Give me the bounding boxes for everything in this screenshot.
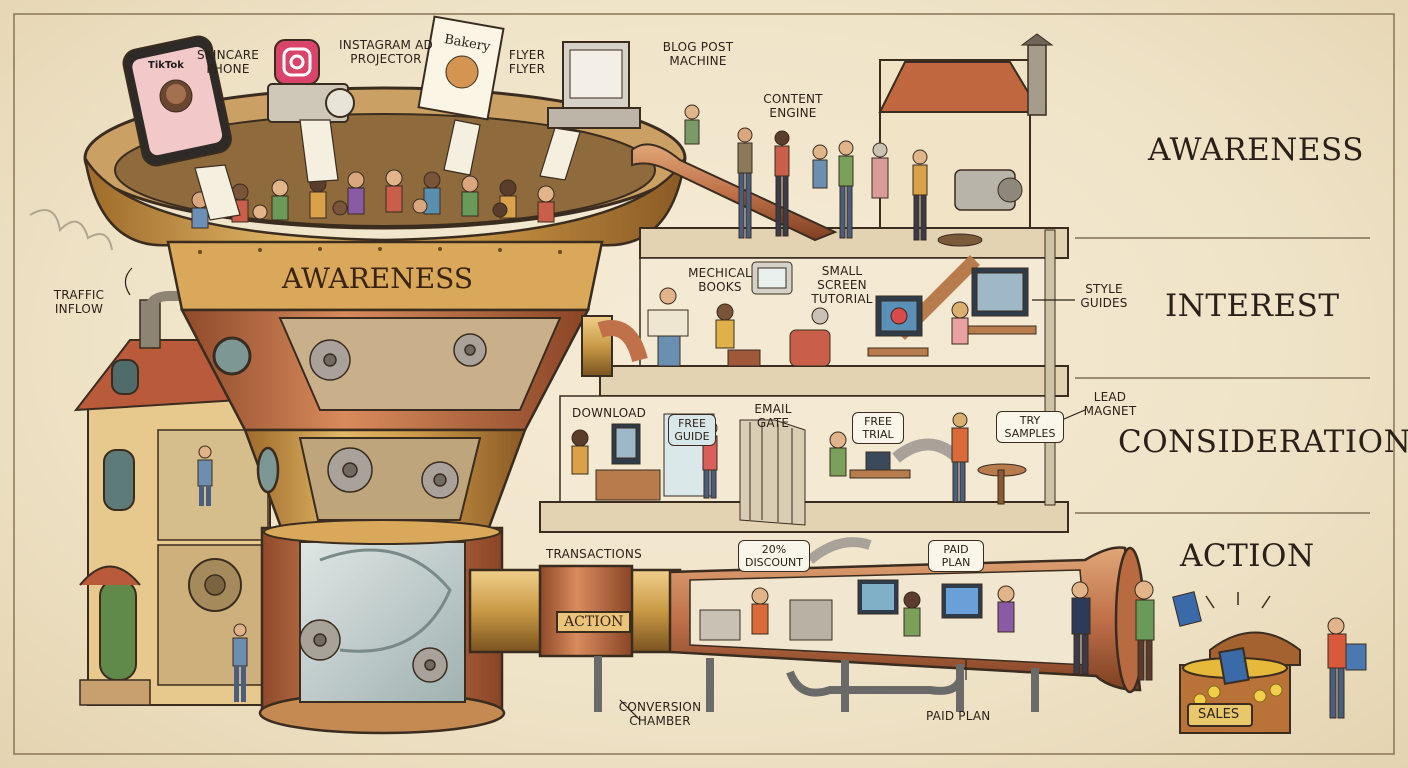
page-border [13,13,1395,755]
stage-label-awareness: AWARENESS [1148,132,1364,168]
floor-3-scene [571,412,1027,526]
discount-bubble: 20% DISCOUNT [738,540,810,572]
action-pipe-label: ACTION [556,611,632,633]
callout-conversion-chamber: CONVERSION CHAMBER [618,700,702,728]
callout-flyer: FLYER FLYER [508,48,546,76]
callout-instagram-ad-projector: INSTAGRAM AD PROJECTOR [339,38,433,66]
bakery-flyer [417,15,505,121]
try-samples-bubble: TRY SAMPLES [996,411,1064,443]
instagram-projector [267,39,355,123]
free-guide-sign: FREE GUIDE [668,414,716,446]
sales-chest-label: SALES [1198,707,1240,722]
phone-app-label: TikTok [148,60,184,71]
callout-content-engine: CONTENT ENGINE [763,92,823,120]
callout-mechical-books: MECHICAL BOOKS [688,266,752,294]
callout-skincare-phone: SKINCARE PHONE [196,48,260,76]
floor-2-scene [647,261,1037,367]
callout-traffic-inflow: TRAFFIC INFLOW [53,288,105,316]
stage-label-interest: INTEREST [1165,288,1340,324]
smoke-puff [29,209,113,251]
paid-plan-bubble: PAID PLAN [928,540,984,572]
people-floor-1 [684,104,928,241]
callout-email-gate: EMAIL GATE [754,402,792,430]
stage-label-action: ACTION [1180,538,1315,574]
callout-paid-plan-bottom: PAID PLAN [926,709,991,723]
customers-exiting [1071,580,1367,719]
callout-download: DOWNLOAD [572,406,647,420]
sparkles [1205,592,1271,609]
callout-lead-magnet: LEAD MAGNET [1083,390,1137,418]
stage-label-consideration: CONSIDERATION [1118,424,1408,460]
callout-blog-post-machine: BLOG POST MACHINE [662,40,734,68]
crowd-in-funnel [191,169,555,229]
small-tube [806,537,872,564]
free-trial-bubble: FREE TRIAL [852,412,904,444]
funnel-gears [299,333,487,683]
leader-lines [124,267,1086,721]
callout-small-screen-tutorial: SMALL SCREEN TUTORIAL [811,264,873,306]
left-house [73,291,271,706]
blog-machine [547,41,641,129]
callout-style-guides: STYLE GUIDES [1080,282,1128,310]
tiktok-phone [122,35,232,167]
stage-dividers [1075,237,1370,514]
treasure-chest [1179,631,1301,734]
funnel-band-label: AWARENESS [282,262,474,295]
callout-transactions: TRANSACTIONS [546,547,642,561]
paper-streams [194,119,581,221]
